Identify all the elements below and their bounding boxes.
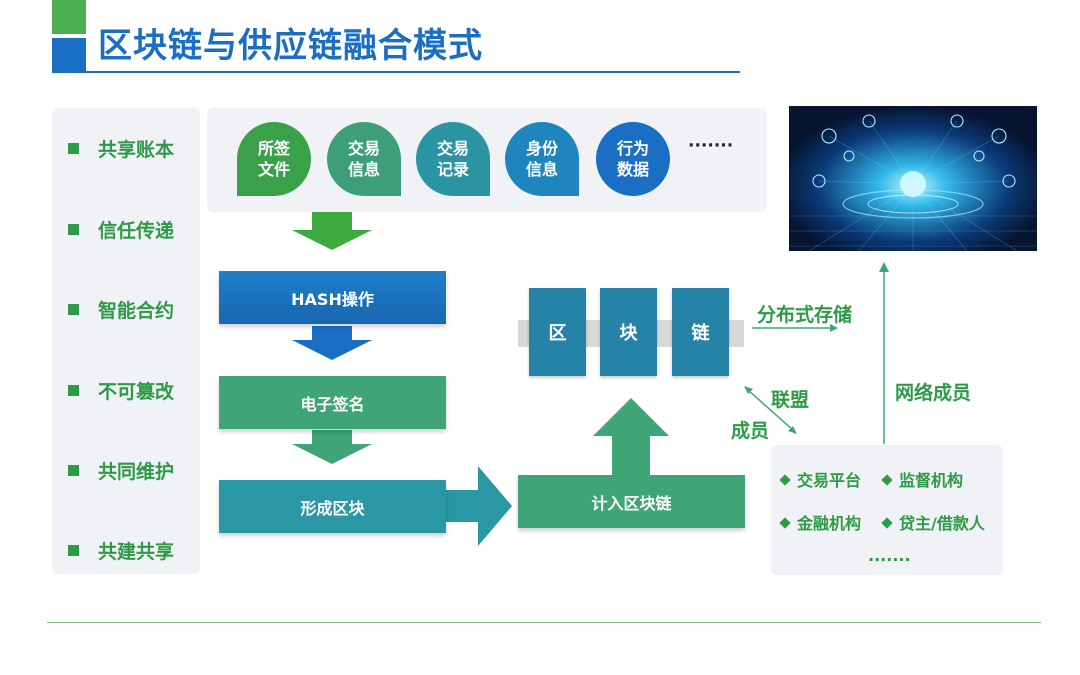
feature-item: 不可篡改 <box>68 377 174 404</box>
member-item: 交易平台 <box>779 467 862 491</box>
step-form-block: 形成区块 <box>219 480 446 533</box>
member-item: 贷主/借款人 <box>881 510 985 534</box>
label-members: 成员 <box>731 420 770 442</box>
data-item-line2: 记录 <box>436 160 469 179</box>
feature-label: 共享账本 <box>98 139 175 161</box>
data-item-line1: 交易 <box>436 139 469 158</box>
arrowhead-icon <box>744 386 753 394</box>
bullet-diamond-icon <box>779 474 791 486</box>
member-item: 金融机构 <box>779 510 862 534</box>
down-arrow-icon <box>292 430 372 464</box>
data-item-transaction-record: 交易 记录 <box>416 122 490 196</box>
bullet-square-icon <box>68 224 79 235</box>
feature-label: 信任传递 <box>98 220 175 242</box>
step-signature: 电子签名 <box>219 376 446 429</box>
down-arrow-icon <box>292 212 372 250</box>
member-label: 交易平台 <box>797 471 862 490</box>
arrowhead-icon <box>830 324 838 332</box>
chain-block: 链 <box>672 288 729 376</box>
feature-label: 共同维护 <box>98 461 175 483</box>
step-hash: HASH操作 <box>219 271 446 324</box>
up-arrow-icon <box>593 398 669 475</box>
data-item-transaction-info: 交易 信息 <box>327 122 401 196</box>
member-label: 贷主/借款人 <box>899 514 985 533</box>
data-item-line2: 信息 <box>347 160 380 179</box>
feature-item: 共建共享 <box>68 537 174 564</box>
member-label: 监督机构 <box>899 471 964 490</box>
data-item-line1: 身份 <box>525 139 558 158</box>
data-item-line1: 交易 <box>347 139 380 158</box>
feature-label: 不可篡改 <box>98 381 175 403</box>
bullet-square-icon <box>68 465 79 476</box>
step-add-to-chain: 计入区块链 <box>518 475 745 528</box>
bullet-square-icon <box>68 545 79 556</box>
arrowhead-icon <box>879 262 889 272</box>
bullet-diamond-icon <box>881 517 893 529</box>
data-item-line2: 文件 <box>257 160 290 179</box>
feature-item: 共同维护 <box>68 457 174 484</box>
bullet-square-icon <box>68 304 79 315</box>
data-item-identity-info: 身份 信息 <box>505 122 579 196</box>
label-distributed-storage: 分布式存储 <box>757 304 853 326</box>
data-item-line2: 数据 <box>616 160 649 179</box>
data-item-line1: 所签 <box>257 139 290 158</box>
bullet-diamond-icon <box>779 517 791 529</box>
feature-label: 共建共享 <box>98 541 175 563</box>
bullet-square-icon <box>68 385 79 396</box>
data-item-behavior-data: 行为 数据 <box>596 122 670 196</box>
members-panel <box>771 445 1003 575</box>
footer-divider <box>47 622 1041 623</box>
title-underline <box>52 71 740 73</box>
features-panel <box>52 108 200 574</box>
title-accent-blue <box>52 38 86 72</box>
bullet-square-icon <box>68 143 79 154</box>
feature-item: 信任传递 <box>68 216 174 243</box>
network-illustration-image <box>789 106 1037 251</box>
feature-item: 智能合约 <box>68 296 174 323</box>
chain-block: 块 <box>600 288 657 376</box>
chain-block: 区 <box>529 288 586 376</box>
bullet-diamond-icon <box>881 474 893 486</box>
page-title: 区块链与供应链融合模式 <box>98 26 483 66</box>
right-arrow-icon <box>446 466 512 546</box>
members-more-ellipsis: ······· <box>868 550 911 569</box>
data-item-line1: 行为 <box>616 139 649 158</box>
data-item-line2: 信息 <box>525 160 558 179</box>
member-label: 金融机构 <box>797 514 862 533</box>
data-more-ellipsis: ······· <box>688 136 734 156</box>
double-arrow-icon <box>747 389 794 431</box>
title-accent-green <box>52 0 86 34</box>
label-alliance: 联盟 <box>771 389 810 411</box>
member-item: 监督机构 <box>881 467 964 491</box>
feature-label: 智能合约 <box>98 300 175 322</box>
data-item-signed-file: 所签 文件 <box>237 122 311 196</box>
down-arrow-icon <box>292 326 372 360</box>
feature-item: 共享账本 <box>68 135 174 162</box>
arrowhead-icon <box>788 426 797 434</box>
label-network-members: 网络成员 <box>895 382 972 404</box>
